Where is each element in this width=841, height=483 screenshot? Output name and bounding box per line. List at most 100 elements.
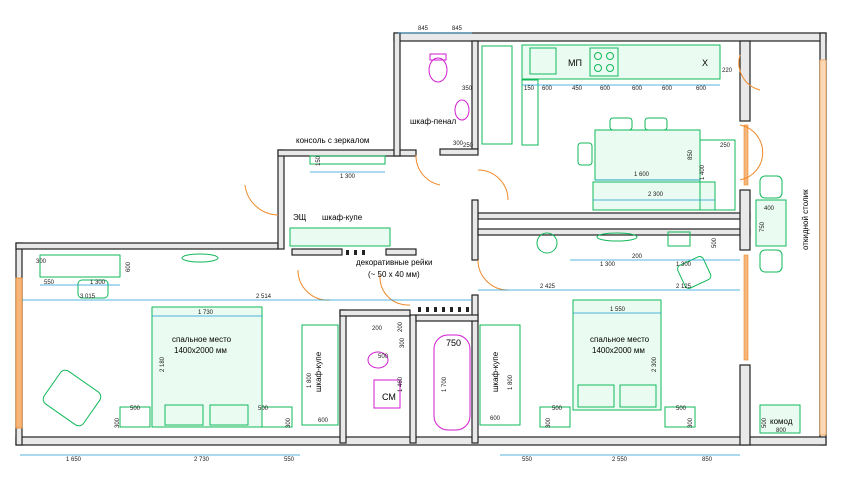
- bed-right-label-1: спальное место: [590, 335, 650, 344]
- wall-bath2-top: [415, 314, 479, 322]
- door-bedroom-left: [297, 269, 331, 301]
- dim-label: 600: [662, 86, 673, 92]
- lamp-icon: [181, 253, 219, 263]
- toilet-icon: [428, 57, 448, 83]
- dim-label: 845: [418, 26, 429, 32]
- dim-label: 1 550: [610, 307, 626, 313]
- dim-label: 1 300: [340, 174, 356, 180]
- hall-wardrobe: [289, 227, 391, 247]
- dim-label: 2 300: [652, 356, 658, 372]
- dim-label: 600: [318, 418, 329, 424]
- dim-label: 1 800: [307, 372, 313, 388]
- slats-label: декоративные рейки: [356, 258, 432, 267]
- dim-label: 150: [316, 155, 322, 166]
- dim-label: 845: [452, 26, 463, 32]
- sink-icon: [529, 47, 557, 75]
- pillow-icon: [209, 404, 249, 426]
- dim-label: 250: [463, 143, 474, 149]
- right-wardrobe-coupe: [479, 324, 521, 426]
- burner-icon: [606, 64, 614, 72]
- pillow-icon: [619, 384, 657, 408]
- bathtub-icon: [433, 334, 471, 431]
- dim-label: 750: [446, 338, 461, 348]
- pencil-wardrobe: [481, 45, 513, 145]
- dresser: [759, 404, 801, 434]
- dim-label: 300: [400, 337, 406, 348]
- dim-label: 550: [284, 457, 295, 463]
- armchair-icon: [677, 256, 712, 289]
- wall-bed2-left: [471, 294, 479, 444]
- wall-bath-mid: [409, 314, 417, 444]
- round-table-icon: [536, 232, 558, 254]
- dim-label: 600: [632, 86, 643, 92]
- bed-left: [151, 306, 263, 428]
- burner-icon: [606, 52, 614, 60]
- dim-label: 600: [542, 86, 553, 92]
- wall-bath-top: [339, 309, 411, 317]
- chair-icon: [77, 279, 109, 299]
- nightstand: [664, 406, 696, 428]
- dim-label: 600: [600, 86, 611, 92]
- door-bath: [379, 274, 411, 306]
- dim-label: 250: [720, 143, 731, 149]
- washer-icon: [373, 379, 401, 409]
- wall-wc-bottom: [439, 148, 479, 156]
- microwave-label: МП: [568, 58, 582, 68]
- dim-label: 3 015: [80, 294, 96, 300]
- wardrobe-pencil-label: шкаф-пенал: [410, 117, 456, 126]
- wall-kitchen-bottom: [477, 212, 751, 220]
- dim-label: 1 460: [398, 376, 404, 392]
- washbasin-icon: [454, 99, 470, 121]
- dim-label: 300: [688, 417, 694, 428]
- wall-hall-bottom: [291, 248, 343, 256]
- bed-left-label-1: спальное место: [172, 335, 232, 344]
- folding-table-label: откидной столик: [801, 189, 810, 250]
- folding-table: [755, 199, 787, 247]
- slats-icon: [346, 250, 469, 312]
- dim-label: 200: [398, 321, 404, 332]
- dim-label: 2 125: [676, 284, 692, 290]
- pillow-icon: [164, 404, 204, 426]
- nightstand: [119, 406, 151, 428]
- dim-label: 600: [696, 86, 707, 92]
- window-left: [15, 277, 23, 429]
- wall-bed2-top: [477, 228, 751, 236]
- dim-label: 450: [572, 86, 583, 92]
- dim-label: 2 550: [612, 457, 628, 463]
- dim-label: 300: [286, 417, 292, 428]
- chair-icon: [759, 175, 783, 199]
- dim-label: 220: [722, 68, 733, 74]
- wall-hall-right: [471, 199, 479, 261]
- slats-size-label: (~ 50 x 40 мм): [368, 270, 420, 279]
- dim-label: 550: [522, 457, 533, 463]
- burner-icon: [594, 64, 602, 72]
- door-bedroom-right: [477, 259, 509, 291]
- dim-label: 400: [764, 206, 775, 212]
- chair-icon: [609, 117, 633, 131]
- dim-label: 500: [762, 417, 768, 428]
- labels: консоль с зеркалом шкаф-пенал ЭЩ шкаф-ку…: [172, 58, 810, 426]
- washer-label: СМ: [382, 392, 396, 402]
- dim-label: 500: [258, 406, 269, 412]
- chair-icon: [577, 142, 593, 166]
- tv-icon: [667, 231, 691, 247]
- dim-label: 200: [632, 254, 643, 260]
- nightstand: [261, 406, 293, 428]
- dim-label: 2 730: [194, 457, 210, 463]
- nightstand: [539, 406, 571, 428]
- dresser-label: комод: [770, 417, 793, 426]
- left-wardrobe-coupe: [301, 324, 339, 426]
- chair-icon: [759, 249, 783, 273]
- cooktop-icon: [589, 47, 619, 77]
- dim-label: 1 300: [600, 262, 616, 268]
- dim-label: 500: [130, 406, 141, 412]
- bed-right-label-2: 1400x2000 мм: [592, 346, 645, 355]
- furniture: [39, 44, 801, 434]
- fridge-label: Х: [702, 58, 708, 68]
- wardrobe-coupe-left-label: шкаф-купе: [314, 351, 323, 392]
- wall-left-top: [15, 242, 279, 250]
- dim-label: 1 700: [442, 376, 448, 392]
- dim-label: 500: [552, 406, 563, 412]
- console-label: консоль с зеркалом: [296, 136, 369, 145]
